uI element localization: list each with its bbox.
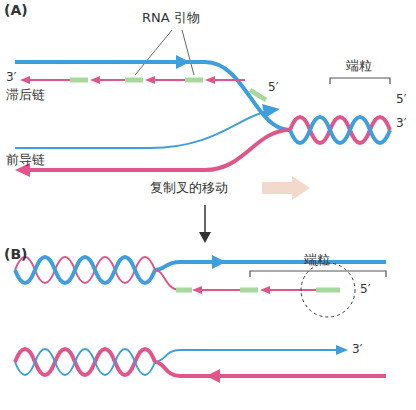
helix-strand [15,257,155,283]
rna-primer [250,90,266,100]
rna-primer [70,78,88,83]
leader-line [182,30,194,75]
label-text: (B) [4,246,27,263]
strand-arrowhead [145,76,155,84]
strand-arrowhead [262,104,280,118]
strand-arrowhead [205,76,215,84]
strand-arrowhead [206,369,220,383]
label-text: 5′ [396,92,406,106]
label-text: 5′ [268,80,278,94]
parental-strand [155,362,386,376]
rna-primer [240,288,258,293]
helix-strand [290,117,390,143]
strand-arrowhead [192,286,202,294]
rna-primer [316,288,340,293]
label-text: 5′ [360,282,370,296]
movement-arrow [262,176,310,200]
okazaki-fragment [155,270,180,290]
telomere-bracket [250,271,386,277]
rna-primer [125,78,143,83]
label-text: 3′ [6,70,16,84]
helix-strand [15,349,155,375]
label-text: (A) [4,2,28,19]
rna-primer [185,78,203,83]
strand-arrowhead [336,345,348,355]
strand-arrowhead [90,76,100,84]
helix-strand [15,349,155,375]
highlight-circle [301,263,355,317]
leading-strand [155,350,340,362]
telomere-bracket [330,78,390,84]
label-text: 复制叉的移动 [150,180,228,196]
label-text: 3′ [396,116,406,130]
strand-arrowhead [176,55,190,69]
label-text: 端粒 [304,252,330,268]
helix-strand [15,257,155,283]
helix-strand [290,117,390,143]
label-text: 滞后链 [6,87,45,103]
strand-arrowhead [260,286,270,294]
label-text: RNA 引物 [142,10,200,26]
strand-arrowhead [212,255,226,269]
strand-arrowhead [20,76,30,84]
leading-strand [15,111,268,148]
label-text: 3′ [352,342,362,356]
okazaki-fragment [262,289,316,291]
label-text: 端粒 [346,58,372,74]
step-arrow [204,205,206,234]
parental-strand [22,130,290,170]
step-arrowhead [199,232,211,243]
parental-strand [155,262,386,270]
leader-line [135,30,172,75]
label-text: 前导链 [6,152,45,168]
parental-strand [15,62,290,130]
rna-primer [176,288,192,293]
